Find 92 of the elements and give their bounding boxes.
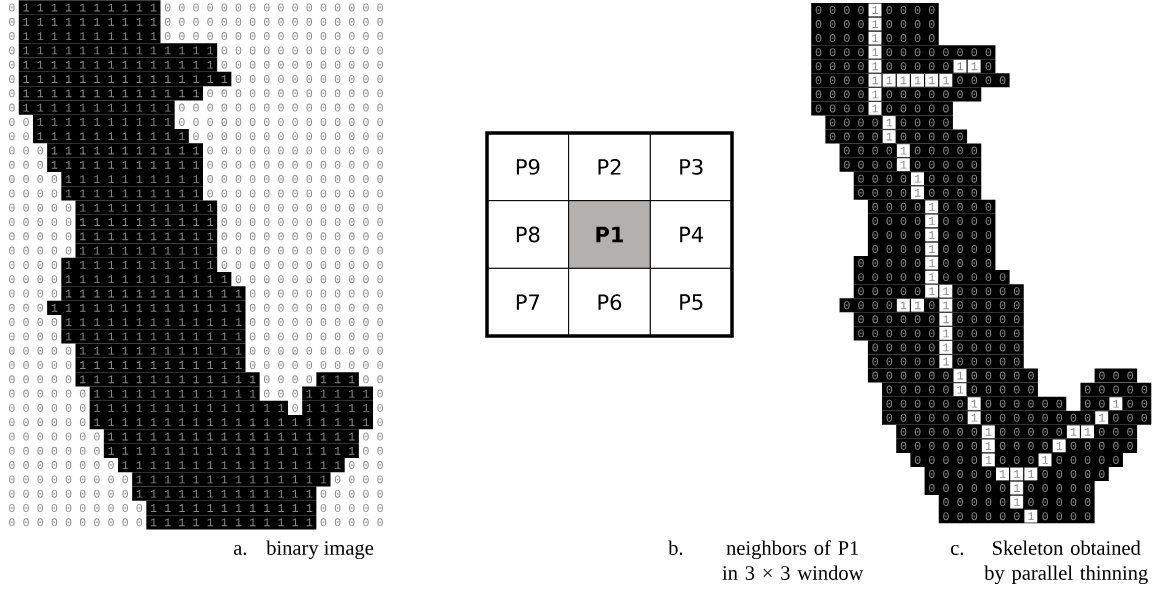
pixel-value-row: 0 0 0 0 0 0 1 0 0 0 0 0 0 0 0 1 0 0 0: [886, 413, 1148, 422]
pixel-value-row: 0 0 0 0 1 0 0 0 0: [815, 20, 935, 29]
pixel-value-row: 0 0 0: [1099, 371, 1134, 380]
table-cell: P4: [649, 200, 733, 269]
panel-letter: a.: [233, 545, 247, 555]
pixel-value-row: 0 0 0 0 1 0 0 0 0 0 1 1 0: [815, 62, 992, 71]
pixel-value-row: 0 0 0 0 0 0 0 0 1 1 1 1 1 1 1 1 1 1 1 1 1 1 1 1 0 0 0: [9, 461, 383, 470]
pixel-value-row: 0 0 0 0 0 0 1 0 0 0 0 0: [858, 315, 1020, 324]
pixel-value-row: 0 0 0 0 0 0 1 0 0 0 0 0: [929, 484, 1091, 493]
pixel-value-row: 0 0 0 0 1 0 0 0 0: [815, 34, 935, 43]
pixel-value-row: 0 0 0 0 0 0 1 1 1 1 1 1 1 1 1 1 1 1 1 1 0 1 1 1 1 1 0: [9, 403, 383, 412]
pixel-value-row: 0 0 0 0 1 1 1 1 1 1 1 1 1 1 0 0 0 0 0 0 0 0 0 0 0 0 0: [9, 175, 383, 184]
table-cell: P9: [486, 132, 570, 202]
pixel-value-row: 0 0 0 0 1 0 0 0 0: [829, 118, 949, 127]
pixel-value-row: 0 0 0 0 0 0 0 1 1 1 1 1 1 1 1 1 1 1 1 1 1 1 1 1 1 0 0: [9, 432, 383, 441]
pixel-value-row: 0 0 0 0 0 0 0 0 0 0 1 1 1 1 1 1 1 1 1 1 1 1 0 0 0 0 0: [9, 504, 383, 512]
pixel-value-row: 0 0 0 0 0 0 1 0 0 0 0 1 0 0 0 0 0: [900, 441, 1133, 450]
pixel-value-row: 0 0 0 0 0 0 1 0 0 0 0 0 1 1 0 0 0: [900, 427, 1133, 436]
pixel-value-row: 0 0 0 0 0 0 1 0 0 0 0 0: [858, 329, 1020, 338]
pixel-value-row: 0 0 0 0 1 1 1 1 1 1 1 1 1 1 0 0 0 0 0 0 0 0 0 0 0 0 0: [9, 189, 383, 198]
pixel-value-row: 0 0 0 0 1 1 1 1 1 1 0 0 0 0: [815, 76, 1006, 85]
pixel-value-row: 0 0 1 0 0: [1084, 399, 1148, 408]
pixel-value-row: 0 1 1 1 1 1 1 1 1 1 1 1 1 1 1 1 0 0 0 0 0 0 0 0 0 0 0: [9, 75, 383, 83]
pixel-value-row: 0 0 0 0 1 0 0 0 0 0 0 0 0: [815, 48, 992, 57]
pixel-value-row: 0 0 0 0 0 0 1 0 0 0 0 0: [872, 371, 1034, 380]
table-cell: P2: [568, 132, 651, 202]
pixel-value-row: 0 0 0 1 1 1 1 1 1 1 1 1 1 1 1 1 1 0 0 0 0 0 0 0 0 0 0: [9, 303, 383, 312]
pixel-value-row: 0 0 0 0 1 0 0 0 0 0: [815, 104, 949, 113]
pixel-value-row: 0 0 0 0 0 1 1 1 1 1 1 1 1 1 1 1 1 0 0 0 0 0 0 0 0 0 0: [9, 346, 383, 355]
table-cell: P3: [649, 132, 733, 202]
pixel-value-row: 0 0 1 1 1 1 1 1 1 1 1 1 0 0 0 0 0 0 0 0 0 0 0 0 0 0 0: [9, 117, 383, 126]
pixel-value-row: 0 0 0 0 1 0 0 0 0: [872, 216, 992, 225]
pixel-value-row: 0 0 0 1 1 1 1 1 1 1 1 1 1 1 0 0 0 0 0 0 0 0 0 0 0 0 0: [9, 146, 383, 155]
pixel-value-row: 0 0 0 0 1 1 1 1 1 1 1 1 1 1 1 0 0 0 0 0 0 0 0 0 0 0 0: [9, 260, 383, 269]
table-cell: P8: [486, 200, 570, 269]
pixel-value-row: 0 0 0 0 0 1 1 0 0 0 0 0: [858, 287, 1020, 296]
pixel-value-row: 0 0 0 0 1 0 0 0 0 0: [844, 160, 978, 169]
pixel-value-row: 0 0 0 0 0 0 0 0 0 1 1 1 1 1 1 1 1 1 1 1 1 1 1 0 0 0 0: [9, 475, 383, 484]
panel-letter: c.: [951, 545, 964, 555]
pixel-value-row: 0 0 0 0 1 1 0 1 0 0 0 0 0: [844, 301, 1020, 310]
pixel-value-row: 0 0 0 0 0 1 0 0 0 1 0 0 0 0 0: [914, 455, 1119, 464]
pixel-value-row: 0 0 0 0 0 0 0 0 0 0 1 1 1 1 1 1 1 1 1 1 1 1 0 0 0 0 0: [9, 518, 383, 527]
pixel-value-row: 0 1 1 1 1 1 1 1 1 1 1 1 1 1 1 0 0 0 0 0 0 0 0 0 0 0 0: [9, 46, 383, 55]
caption: Skeleton obtained by parallel thinning: [984, 540, 1148, 585]
pixel-value-row: 0 0 0 0 0 1 1 1 1 1 1 1 1 1 1 1 1 1 0 0 0 0 1 1 1 0 0: [9, 375, 383, 384]
panel-letter: b.: [668, 540, 683, 555]
pixel-value-row: 0 1 1 1 1 1 1 1 1 1 1 0 0 0 0 0 0 0 0 0 0 0 0 0 0 0 0: [9, 3, 383, 12]
table-cell: P6: [568, 267, 651, 337]
pixel-value-row: 0 1 1 1 1 1 1 1 1 1 1 0 0 0 0 0 0 0 0 0 0 0 0 0 0 0 0: [9, 32, 383, 41]
pixel-value-row: 0 1 1 1 1 1 1 1 1 1 1 1 1 1 0 0 0 0 0 0 0 0 0 0 0 0 0: [9, 89, 383, 98]
pixel-value-row: 0 0 0 0 0 1 0 0 0 0 0: [872, 357, 1020, 366]
pixel-value-row: 0 1 1 1 1 1 1 1 1 1 1 1 0 0 0 0 0 0 0 0 0 0 0 0 0 0 0: [9, 103, 383, 112]
pixel-value-row: 0 0 0 0 0 1 0 0 0 0 0: [943, 498, 1091, 507]
pixel-value-row: 0 0 0 0 1 0 0 0 0: [858, 188, 978, 197]
pixel-value-row: 0 0 0 0 1 1 1 1 1 1 1 1 1 1 1 1 1 0 0 0 0 0 0 0 0 0 0: [9, 332, 383, 341]
pixel-value-row: 0 0 0 0 0 1 1 1 0 0 0 0 0: [929, 469, 1105, 478]
pixel-value-row: 0 0 0 0 0 0 1 1 1 1 1 1 1 1 1 1 1 1 1 1 1 1 1 1 1 1 0: [9, 418, 383, 427]
pixel-value-row: 0 0 0 0 0 0 1 0 0 0 0 0 0: [886, 399, 1063, 408]
pixel-value-row: 0 0 1 1 1 1 1 1 1 1 1 1 1 0 0 0 0 0 0 0 0 0 0 0 0 0 0: [9, 132, 383, 141]
pixel-value-row: 0 0 0 0 0 1 0 0 0 0 0: [858, 273, 1006, 282]
table-cell: P1: [568, 200, 651, 269]
pixel-value-row: 0 0 0 0 0 1 0 0 0 0 0: [886, 385, 1034, 394]
pixel-value-row: 0 0 0 0 0 1 1 1 1 1 1 1 1 1 1 0 0 0 0 0 0 0 0 0 0 0 0: [9, 246, 383, 255]
pixel-value-row: 0 0 0 0 0 1 0 0 0 0: [858, 259, 992, 268]
table-cell: P5: [649, 267, 733, 337]
pixel-value-row: 0 1 1 1 1 1 1 1 1 1 1 0 0 0 0 0 0 0 0 0 0 0 0 0 0 0 0: [9, 17, 383, 26]
pixel-value-row: 0 0 0 0 0 1 1 1 1 1 1 1 1 1 1 1 1 0 0 0 0 0 0 0 0 0 0: [9, 361, 383, 369]
caption: neighbors of P1 in 3 × 3 window: [722, 540, 864, 580]
pixel-value-row: 0 0 0 0 0 1 0 0 0 0 0: [872, 343, 1020, 352]
pixel-value-row: 0 0 0 0 0 0 1 1 1 1 1 1 1 1 1 1 1 1 0 0 0 1 1 1 1 1 0: [9, 389, 383, 398]
pixel-value-row: 0 0 0 0 0 0 1 0 0 0 0: [943, 512, 1091, 521]
pixel-value-row: 0 0 0 0 1 1 1 1 1 1 1 1 1 1 1 1 0 0 0 0 0 0 0 0 0 0 0: [9, 275, 383, 284]
pixel-value-row: 0 0 0 0 1 1 1 1 1 1 1 1 1 1 1 1 1 0 0 0 0 0 0 0 0 0 0: [9, 318, 383, 327]
caption: binary image: [266, 540, 374, 560]
pixel-value-row: 0 0 0 0 1 0 0 0 0 0: [829, 132, 963, 141]
pixel-value-row: 0 0 0 0 1 0 0 0 0 0: [844, 146, 978, 155]
pixel-value-row: 0 0 0 0 1 0 0 0 0: [872, 202, 992, 211]
pixel-value-row: 0 0 0 0 0 1 1 1 1 1 1 1 1 1 1 0 0 0 0 0 0 0 0 0 0 0 0: [9, 218, 383, 226]
pixel-value-row: 0 0 0 0 1 0 0 0 0: [872, 230, 992, 239]
pixel-value-row: 0 0 0 0 1 0 0 0 0: [872, 245, 992, 253]
pixel-value-row: 0 0 0 0 1 0 0 0 0: [815, 6, 935, 14]
pixel-value-row: 0 0 0 0 0 0 0 0 0 1 1 1 1 1 1 1 1 1 1 1 1 1 0 0 0 0 0: [9, 489, 383, 498]
pixel-value-row: 0 0 0 0 0 1 1 1 1 1 1 1 1 1 1 0 0 0 0 0 0 0 0 0 0 0 0: [9, 203, 383, 212]
pixel-value-row: 0 0 0 0 0: [1084, 385, 1148, 394]
pixel-value-row: 0 0 0 0 1 1 1 1 1 1 1 1 1 1 1 1 1 0 0 0 0 0 0 0 0 0 0: [9, 289, 383, 298]
pixel-value-row: 0 0 0 1 1 1 1 1 1 1 1 1 1 1 0 0 0 0 0 0 0 0 0 0 0 0 0: [9, 160, 383, 169]
pixel-value-row: 0 0 0 0 0 1 1 1 1 1 1 1 1 1 1 0 0 0 0 0 0 0 0 0 0 0 0: [9, 232, 383, 241]
table-cell: P7: [486, 267, 570, 337]
pixel-value-row: 0 0 0 0 1 0 0 0 0 0 0 0: [815, 90, 978, 99]
pixel-value-row: 0 0 0 0 1 0 0 0 0: [858, 174, 978, 183]
pixel-value-row: 0 0 0 0 0 0 0 1 1 1 1 1 1 1 1 1 1 1 1 1 1 1 1 1 1 0 0: [9, 446, 383, 455]
pixel-value-row: 0 1 1 1 1 1 1 1 1 1 1 1 1 1 1 0 0 0 0 0 0 0 0 0 0 0 0: [9, 60, 383, 69]
